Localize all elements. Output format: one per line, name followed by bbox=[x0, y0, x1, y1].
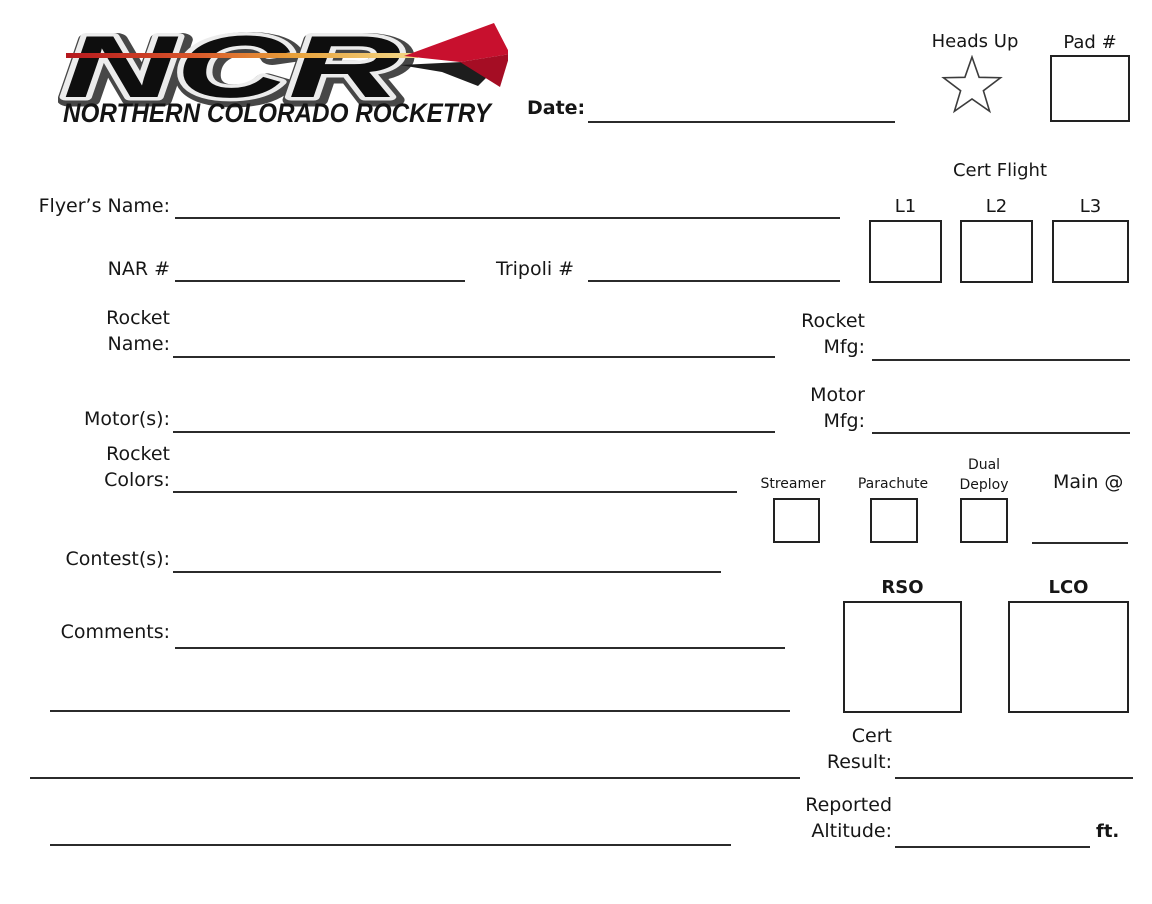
motor-mfg-label-line1: Motor bbox=[810, 384, 865, 406]
rocket-mfg-label-line1: Rocket bbox=[801, 310, 865, 332]
pad-number-box[interactable] bbox=[1050, 55, 1130, 122]
cert-level-l1-label: L1 bbox=[894, 196, 917, 217]
comments-input-line-3[interactable] bbox=[30, 777, 800, 779]
contests-input-line[interactable] bbox=[173, 571, 721, 573]
logo-wordmark: NORTHERN COLORADO ROCKETRY bbox=[63, 98, 494, 128]
contrail-streak bbox=[66, 53, 418, 58]
cert-flight-title: Cert Flight bbox=[952, 160, 1048, 181]
motor-mfg-label-line2: Mfg: bbox=[823, 410, 865, 432]
streamer-checkbox[interactable] bbox=[773, 498, 820, 543]
tripoli-number-input-line[interactable] bbox=[588, 280, 840, 282]
dual-deploy-checkbox[interactable] bbox=[960, 498, 1008, 543]
cert-level-l2-label: L2 bbox=[985, 196, 1008, 217]
motors-input-line[interactable] bbox=[173, 431, 775, 433]
reported-altitude-label-line2: Altitude: bbox=[811, 820, 892, 842]
cert-level-l3-label: L3 bbox=[1079, 196, 1102, 217]
reported-altitude-label-line1: Reported bbox=[805, 794, 892, 816]
ncr-logo-graphic: NCR NCR NCR NORTHERN COLORADO ROCKETRY bbox=[60, 14, 510, 128]
heads-up-label: Heads Up bbox=[931, 31, 1019, 52]
rocket-colors-label-line2: Colors: bbox=[104, 469, 170, 491]
logo-acronym: NCR bbox=[63, 17, 401, 116]
parachute-label: Parachute bbox=[857, 476, 929, 492]
rocket-colors-label: Rocket Colors: bbox=[0, 441, 170, 493]
flyers-name-input-line[interactable] bbox=[175, 217, 840, 219]
contests-label: Contest(s): bbox=[65, 548, 170, 570]
main-at-input-line[interactable] bbox=[1032, 542, 1128, 544]
dual-deploy-label-line1: Dual bbox=[967, 457, 1001, 473]
feet-unit-label: ft. bbox=[1096, 821, 1120, 842]
rocket-colors-input-line[interactable] bbox=[173, 491, 737, 493]
motor-mfg-input-line[interactable] bbox=[872, 432, 1130, 434]
logo-acronym-chrome: NCR bbox=[63, 17, 401, 116]
date-input-line[interactable] bbox=[588, 121, 895, 123]
dual-deploy-label-line2: Deploy bbox=[959, 477, 1009, 493]
main-at-label: Main @ bbox=[1053, 471, 1124, 493]
dual-deploy-label: Dual Deploy bbox=[948, 455, 1020, 495]
streamer-label: Streamer bbox=[760, 476, 826, 492]
motors-label: Motor(s): bbox=[83, 408, 170, 430]
logo-acronym-shadow: NCR bbox=[66, 20, 404, 119]
parachute-checkbox[interactable] bbox=[870, 498, 918, 543]
date-label: Date: bbox=[527, 97, 586, 119]
comments-input-line-1[interactable] bbox=[175, 647, 785, 649]
comments-label: Comments: bbox=[60, 621, 170, 643]
cert-result-label: Cert Result: bbox=[712, 723, 892, 775]
rocket-icon bbox=[400, 23, 510, 87]
lco-label: LCO bbox=[1048, 577, 1089, 598]
motor-mfg-label: Motor Mfg: bbox=[685, 382, 865, 434]
rocket-name-label: Rocket Name: bbox=[0, 305, 170, 357]
cert-result-label-line2: Result: bbox=[826, 751, 892, 773]
rocket-mfg-label-line2: Mfg: bbox=[823, 336, 865, 358]
rso-signoff-box[interactable] bbox=[843, 601, 962, 713]
tripoli-number-label: Tripoli # bbox=[496, 258, 575, 280]
comments-input-line-2[interactable] bbox=[50, 710, 790, 712]
rocket-mfg-input-line[interactable] bbox=[872, 359, 1130, 361]
reported-altitude-input-line[interactable] bbox=[895, 846, 1090, 848]
flyers-name-label: Flyer’s Name: bbox=[38, 195, 170, 217]
ncr-logo: NCR NCR NCR NORTHERN COLORADO ROCKETRY bbox=[58, 10, 510, 128]
cert-level-l3-box[interactable] bbox=[1052, 220, 1129, 283]
cert-result-label-line1: Cert bbox=[851, 725, 892, 747]
comments-input-line-4[interactable] bbox=[50, 844, 731, 846]
rso-label: RSO bbox=[881, 577, 924, 598]
rocket-name-input-line[interactable] bbox=[173, 356, 775, 358]
lco-signoff-box[interactable] bbox=[1008, 601, 1129, 713]
cert-level-l2-box[interactable] bbox=[960, 220, 1033, 283]
cert-level-l1-box[interactable] bbox=[869, 220, 942, 283]
nar-number-label: NAR # bbox=[107, 258, 170, 280]
reported-altitude-label: Reported Altitude: bbox=[692, 792, 892, 844]
rocket-colors-label-line1: Rocket bbox=[106, 443, 170, 465]
pad-number-label: Pad # bbox=[1063, 32, 1117, 53]
heads-up-star-icon[interactable] bbox=[938, 54, 1006, 117]
rocket-mfg-label: Rocket Mfg: bbox=[685, 308, 865, 360]
rocket-name-label-line1: Rocket bbox=[106, 307, 170, 329]
rocket-name-label-line2: Name: bbox=[107, 333, 170, 355]
cert-result-input-line[interactable] bbox=[895, 777, 1133, 779]
nar-number-input-line[interactable] bbox=[175, 280, 465, 282]
